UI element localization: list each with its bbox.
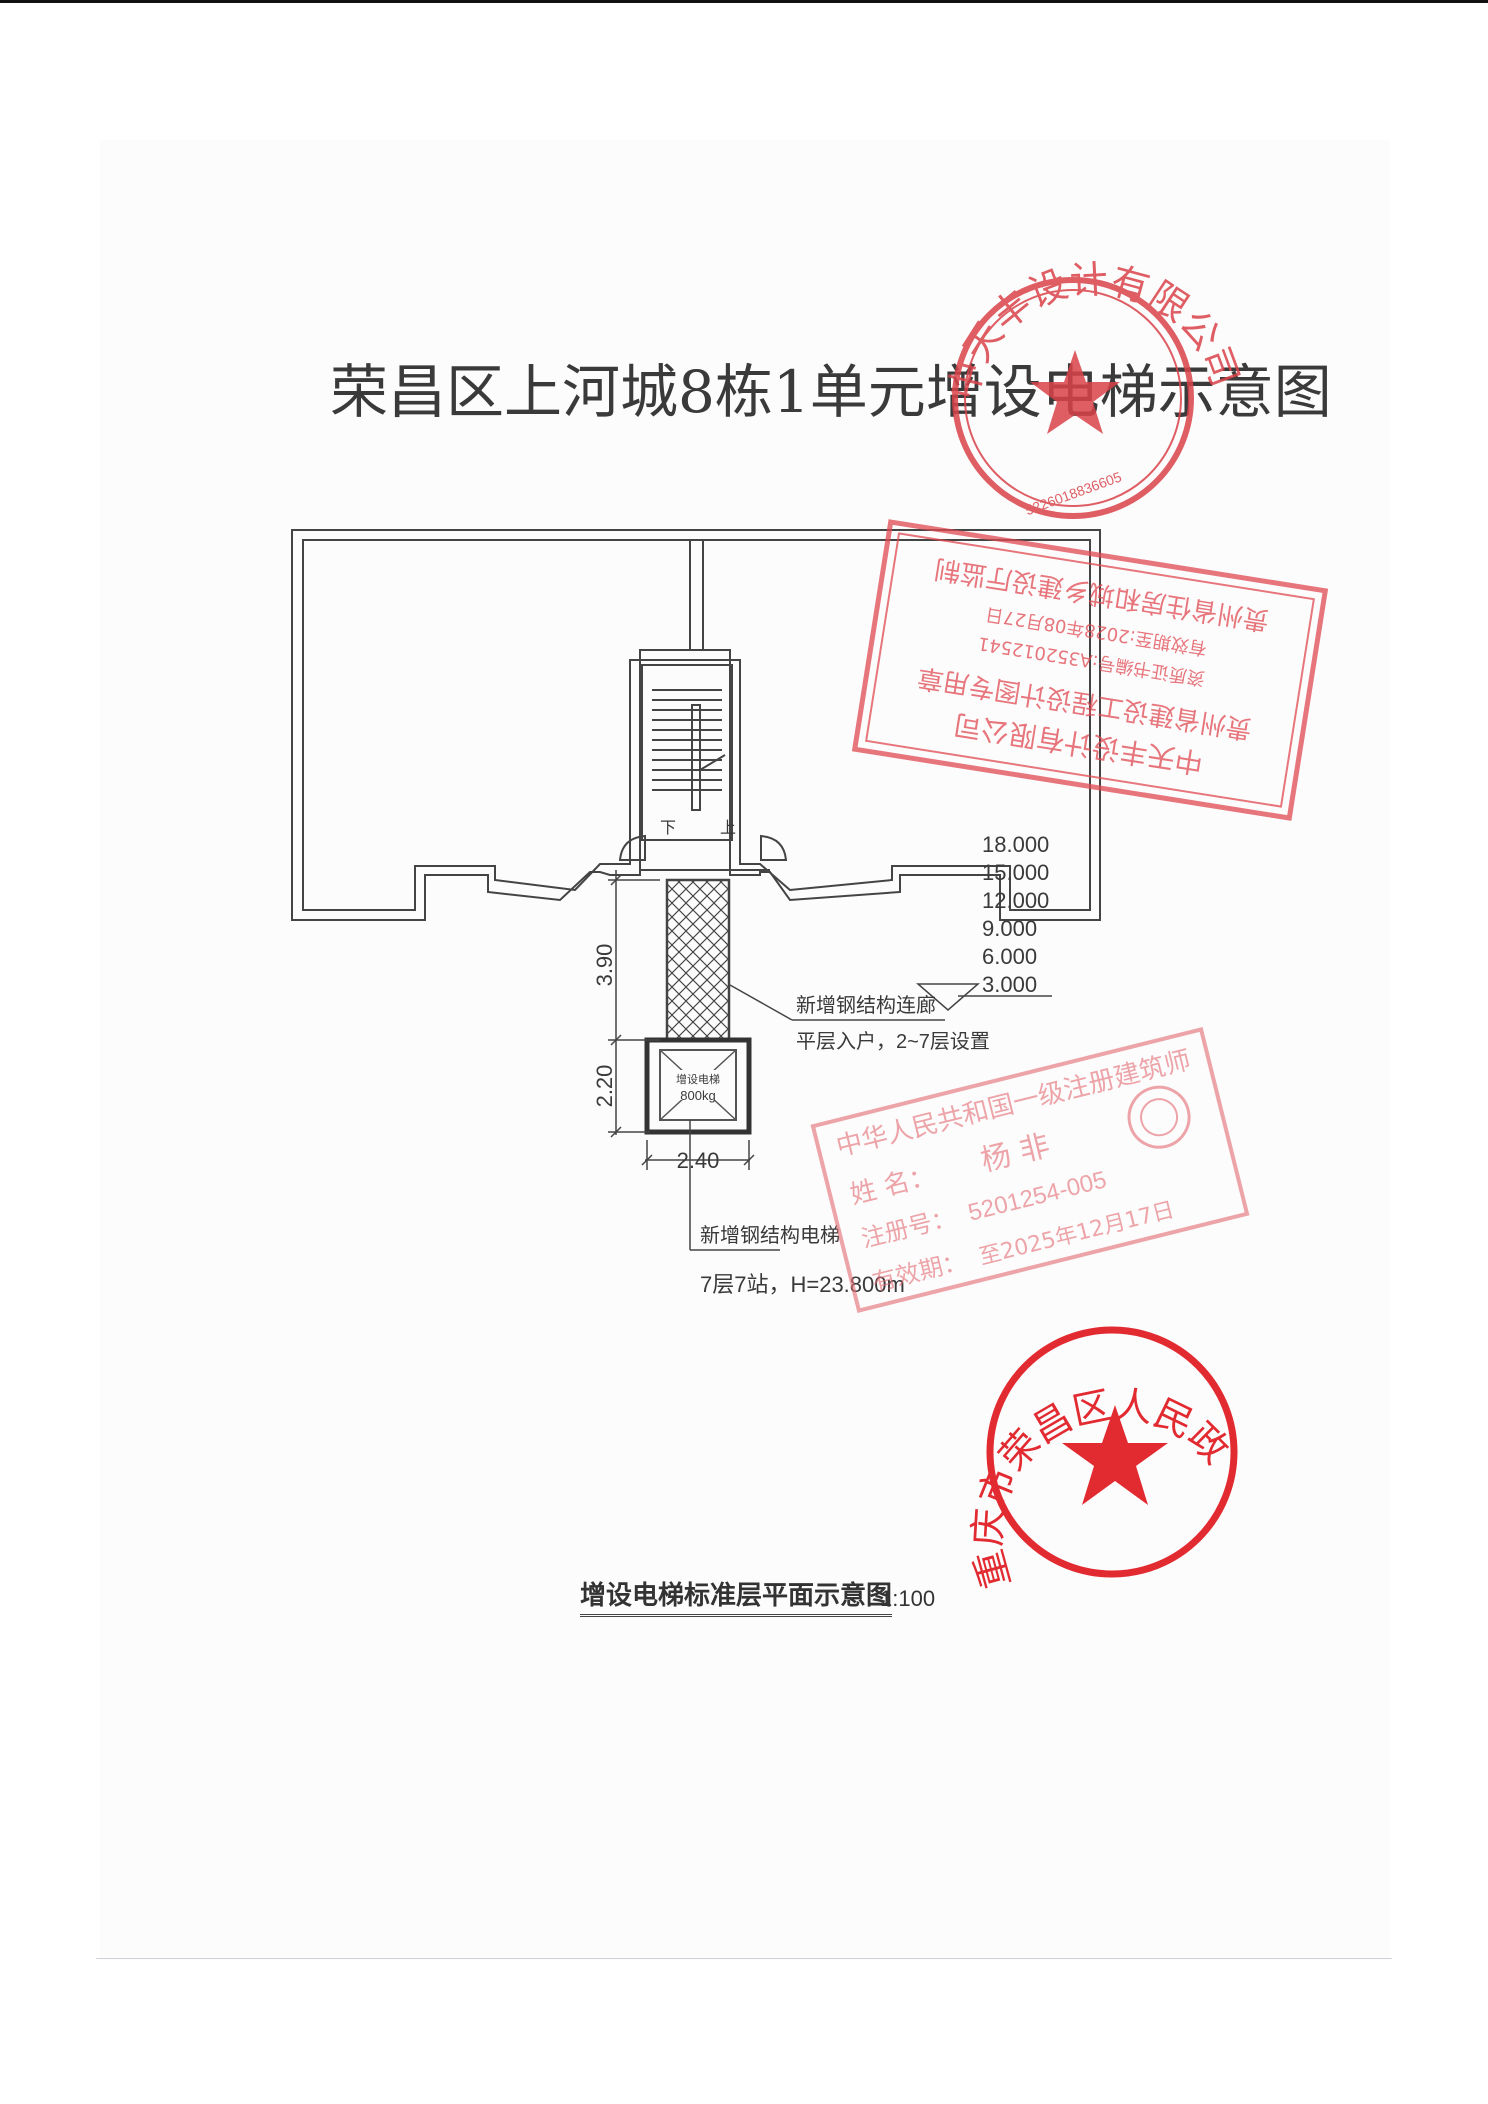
top-border [0, 0, 1488, 3]
corridor-note-1: 新增钢结构连廊 [796, 994, 936, 1017]
elevator-capacity: 800kg [680, 1088, 715, 1103]
new-steel-corridor [665, 878, 731, 1042]
plan-caption: 增设电梯标准层平面示意图 [580, 1575, 893, 1617]
corridor-note-2: 平层入户，2~7层设置 [796, 1030, 990, 1053]
dim-shaft-width: 2.40 [677, 1148, 720, 1173]
dim-shaft-depth: 2.20 [592, 1065, 617, 1108]
stair-mark-down: 下 [660, 820, 676, 837]
level-18: 18.000 [982, 832, 1049, 857]
level-marker-triangle [915, 983, 981, 1011]
dim-corridor-length: 3.90 [592, 944, 617, 987]
stair-mark-up: 上 [720, 819, 736, 837]
partition-wall [689, 540, 704, 650]
elevator-note-2: 7层7站，H=23.800m [700, 1272, 905, 1297]
level-3: 3.000 [982, 972, 1037, 997]
building-inner-line [302, 539, 1091, 911]
elevator-tag: 增设电梯 [676, 1072, 720, 1086]
level-15: 15.000 [982, 860, 1049, 885]
door-swing-right [760, 834, 788, 861]
level-elevations: 18.000 15.000 12.000 9.000 6.000 3.000 [915, 832, 1052, 1011]
building-outline [291, 529, 1101, 921]
door-swing-left [618, 834, 646, 861]
bottom-rule [96, 1958, 1392, 1959]
elevator-shaft [644, 1037, 752, 1135]
elevator-note-1: 新增钢结构电梯 [700, 1224, 840, 1247]
stair-handrail [691, 704, 701, 811]
level-12: 12.000 [982, 888, 1049, 913]
level-9: 9.000 [982, 916, 1037, 941]
level-6: 6.000 [982, 944, 1037, 969]
plan-scale: 1:100 [880, 1586, 936, 1611]
stair-core [641, 664, 733, 841]
